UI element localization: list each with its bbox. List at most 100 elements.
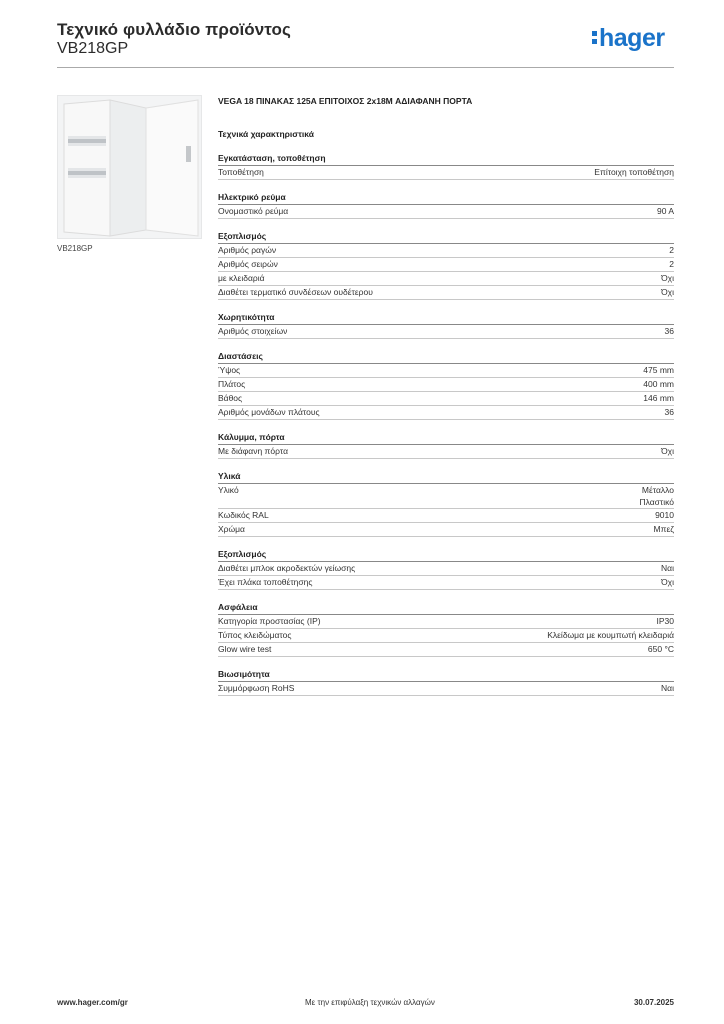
spec-row: Αριθμός σειρών 2 [218, 258, 674, 272]
spec-row: Με διάφανη πόρτα Όχι [218, 445, 674, 459]
spec-row: Τύπος κλειδώματος Κλείδωμα με κουμπωτή κλ… [218, 629, 674, 643]
section-title: Χωρητικότητα [218, 312, 674, 325]
spec-label: Πλάτος [218, 379, 246, 389]
spec-value: 146 mm [643, 392, 674, 405]
spec-label: Χρώμα [218, 524, 245, 534]
spec-row: Αριθμός ραγών 2 [218, 244, 674, 258]
spec-label: Τοποθέτηση [218, 167, 264, 177]
spec-value-line: 2 [669, 245, 674, 255]
section-title: Ασφάλεια [218, 602, 674, 615]
spec-value-line: Μπεζ [653, 524, 674, 534]
spec-value: 9010 [655, 509, 674, 522]
spec-row: με κλειδαριά Όχι [218, 272, 674, 286]
product-code: VB218GP [57, 40, 129, 57]
spec-row: Διαθέτει μπλοκ ακροδεκτών γείωσης Ναι [218, 562, 674, 576]
section-title: Διαστάσεις [218, 351, 674, 364]
spec-value-line: Επίτοιχη τοποθέτηση [594, 167, 674, 177]
spec-value: 90 A [657, 205, 674, 218]
logo-text: hager [599, 24, 665, 52]
spec-label: Αριθμός μονάδων πλάτους [218, 407, 320, 417]
product-name: VEGA 18 ΠΙΝΑΚΑΣ 125A ΕΠΙΤΟΙΧΟΣ 2x18M ΑΔΙ… [218, 96, 473, 106]
spec-value: Όχι [661, 286, 674, 299]
spec-label: Τύπος κλειδώματος [218, 630, 292, 640]
footer-website-link[interactable]: www.hager.com/gr [57, 998, 128, 1007]
spec-label: Αριθμός ραγών [218, 245, 277, 255]
spec-value: Κλείδωμα με κουμπωτή κλειδαριά [547, 629, 674, 642]
spec-label: Βάθος [218, 393, 243, 403]
spec-value-line: Μέταλλο [641, 485, 674, 495]
hager-logo[interactable]: hager [592, 26, 665, 51]
spec-row: Κωδικός RAL 9010 [218, 509, 674, 523]
spec-value: 2 [669, 244, 674, 257]
spec-label: Με διάφανη πόρτα [218, 446, 288, 456]
spec-value-line: 2 [669, 259, 674, 269]
spec-value-line: Πλαστικό [639, 497, 674, 507]
spec-label: με κλειδαριά [218, 273, 265, 283]
spec-value-line: 146 mm [643, 393, 674, 403]
spec-label: Ονομαστικό ρεύμα [218, 206, 289, 216]
image-caption: VB218GP [57, 244, 93, 253]
spec-value-line: Όχι [661, 446, 674, 456]
section-title: Εγκατάσταση, τοποθέτηση [218, 153, 674, 166]
spec-value: Επίτοιχη τοποθέτηση [594, 166, 674, 179]
section-title: Υλικά [218, 471, 674, 484]
spec-panel: VEGA 18 ΠΙΝΑΚΑΣ 125A ΕΠΙΤΟΙΧΟΣ 2x18M ΑΔΙ… [218, 95, 674, 696]
spec-label: Κωδικός RAL [218, 510, 269, 520]
spec-label: Έχει πλάκα τοποθέτησης [218, 577, 313, 587]
spec-value: 36 [665, 406, 674, 419]
enclosure-illustration [58, 96, 201, 238]
spec-value-line: 400 mm [643, 379, 674, 389]
spec-value-line: 90 A [656, 206, 674, 216]
spec-value: IP30 [657, 615, 675, 628]
spec-row: Διαθέτει τερματικό συνδέσεων ουδέτερου Όχ… [218, 286, 674, 300]
spec-label: Διαθέτει μπλοκ ακροδεκτών γείωσης [218, 563, 356, 573]
spec-row: Βάθος 146 mm [218, 392, 674, 406]
spec-value: Όχι [661, 445, 674, 458]
spec-row: Συμμόρφωση RoHS Ναι [218, 682, 674, 696]
spec-value: Όχι [661, 272, 674, 285]
spec-label: Διαθέτει τερματικό συνδέσεων ουδέτερου [218, 287, 373, 297]
spec-label: Συμμόρφωση RoHS [218, 683, 295, 693]
spec-value: 2 [669, 258, 674, 271]
footer-note: Με την επιφύλαξη τεχνικών αλλαγών [305, 998, 435, 1007]
spec-value-line: 650 °C [647, 644, 674, 654]
spec-value-line: Όχι [661, 287, 674, 297]
page-title: Τεχνικό φυλλάδιο προϊόντος [57, 20, 291, 39]
spec-value: 650 °C [648, 643, 674, 656]
spec-value-line: 36 [664, 326, 674, 336]
spec-value-line: Ναι [661, 683, 674, 693]
tech-specs-title: Τεχνικά χαρακτηριστικά [218, 129, 314, 139]
spec-value: 475 mm [643, 364, 674, 377]
spec-label: Αριθμός σειρών [218, 259, 278, 269]
spec-row: Ονομαστικό ρεύμα 90 A [218, 205, 674, 219]
section-title: Εξοπλισμός [218, 231, 674, 244]
spec-value: Ναι [661, 562, 674, 575]
spec-row: Κατηγορία προστασίας (IP) IP30 [218, 615, 674, 629]
spec-value-line: 36 [664, 407, 674, 417]
spec-row: Αριθμός μονάδων πλάτους 36 [218, 406, 674, 420]
spec-value: 36 [665, 325, 674, 338]
spec-value: 400 mm [643, 378, 674, 391]
spec-value-line: 9010 [655, 510, 674, 520]
spec-label: Υλικό [218, 485, 239, 495]
section-title: Ηλεκτρικό ρεύμα [218, 192, 674, 205]
footer-date: 30.07.2025 [633, 998, 674, 1007]
spec-label: Κατηγορία προστασίας (IP) [218, 616, 321, 626]
spec-row: Πλάτος 400 mm [218, 378, 674, 392]
section-title: Εξοπλισμός [218, 549, 674, 562]
